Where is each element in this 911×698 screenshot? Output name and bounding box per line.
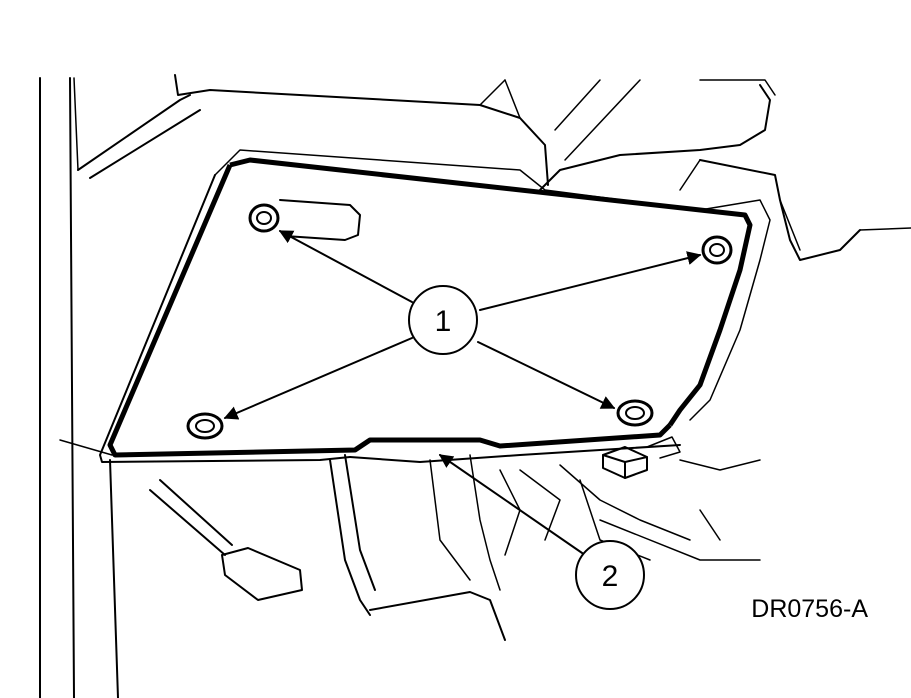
dashboard-background	[39, 74, 911, 698]
screw-upper-left	[248, 203, 280, 233]
screw-lower-right	[616, 399, 654, 427]
leader-arrow-to-screw-lower-left	[223, 337, 413, 420]
leader-arrow-to-screw-lower-right	[477, 341, 616, 409]
leader-arrow-to-screw-upper-left	[278, 230, 413, 303]
callout-2-label: 2	[602, 560, 619, 593]
callout-1-label: 1	[435, 305, 452, 338]
screw-upper-right	[701, 235, 733, 265]
figure-code: DR0756-A	[751, 595, 868, 623]
screw-lower-left	[186, 412, 224, 440]
leader-lines	[223, 230, 702, 556]
leader-arrow-to-panel-bottom-edge	[438, 454, 586, 556]
callout-2: 2	[575, 540, 645, 610]
lower-dash-panel	[99, 149, 771, 463]
callout-1: 1	[408, 285, 478, 355]
leader-arrow-to-screw-upper-right	[479, 251, 702, 311]
